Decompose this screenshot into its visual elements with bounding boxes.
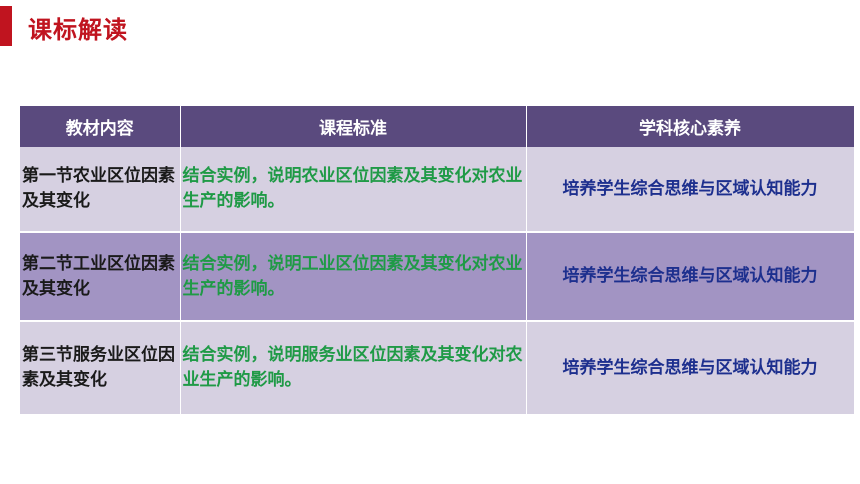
cell-content: 第一节农业区位因素及其变化: [20, 147, 181, 232]
title-accent-bar: [0, 6, 12, 46]
table-header-row: 教材内容 课程标准 学科核心素养: [20, 106, 855, 147]
table-row: 第三节服务业区位因素及其变化 结合实例，说明服务业区位因素及其变化对农业生产的影…: [20, 321, 855, 414]
cell-literacy: 培养学生综合思维与区域认知能力: [526, 321, 855, 414]
curriculum-table: 教材内容 课程标准 学科核心素养 第一节农业区位因素及其变化 结合实例，说明农业…: [20, 106, 855, 414]
cell-literacy: 培养学生综合思维与区域认知能力: [526, 147, 855, 232]
cell-standard: 结合实例，说明工业区位因素及其变化对农业生产的影响。: [180, 231, 527, 322]
cell-content: 第三节服务业区位因素及其变化: [20, 321, 181, 414]
header-standard: 课程标准: [180, 106, 527, 147]
cell-standard: 结合实例，说明服务业区位因素及其变化对农业生产的影响。: [180, 321, 527, 414]
page-title: 课标解读: [28, 16, 128, 44]
header-content: 教材内容: [20, 106, 181, 147]
header-literacy: 学科核心素养: [526, 106, 855, 147]
cell-literacy: 培养学生综合思维与区域认知能力: [526, 231, 855, 322]
cell-standard: 结合实例，说明农业区位因素及其变化对农业生产的影响。: [180, 147, 527, 232]
table-row: 第二节工业区位因素及其变化 结合实例，说明工业区位因素及其变化对农业生产的影响。…: [20, 231, 855, 322]
cell-content: 第二节工业区位因素及其变化: [20, 231, 181, 322]
table-row: 第一节农业区位因素及其变化 结合实例，说明农业区位因素及其变化对农业生产的影响。…: [20, 147, 855, 232]
